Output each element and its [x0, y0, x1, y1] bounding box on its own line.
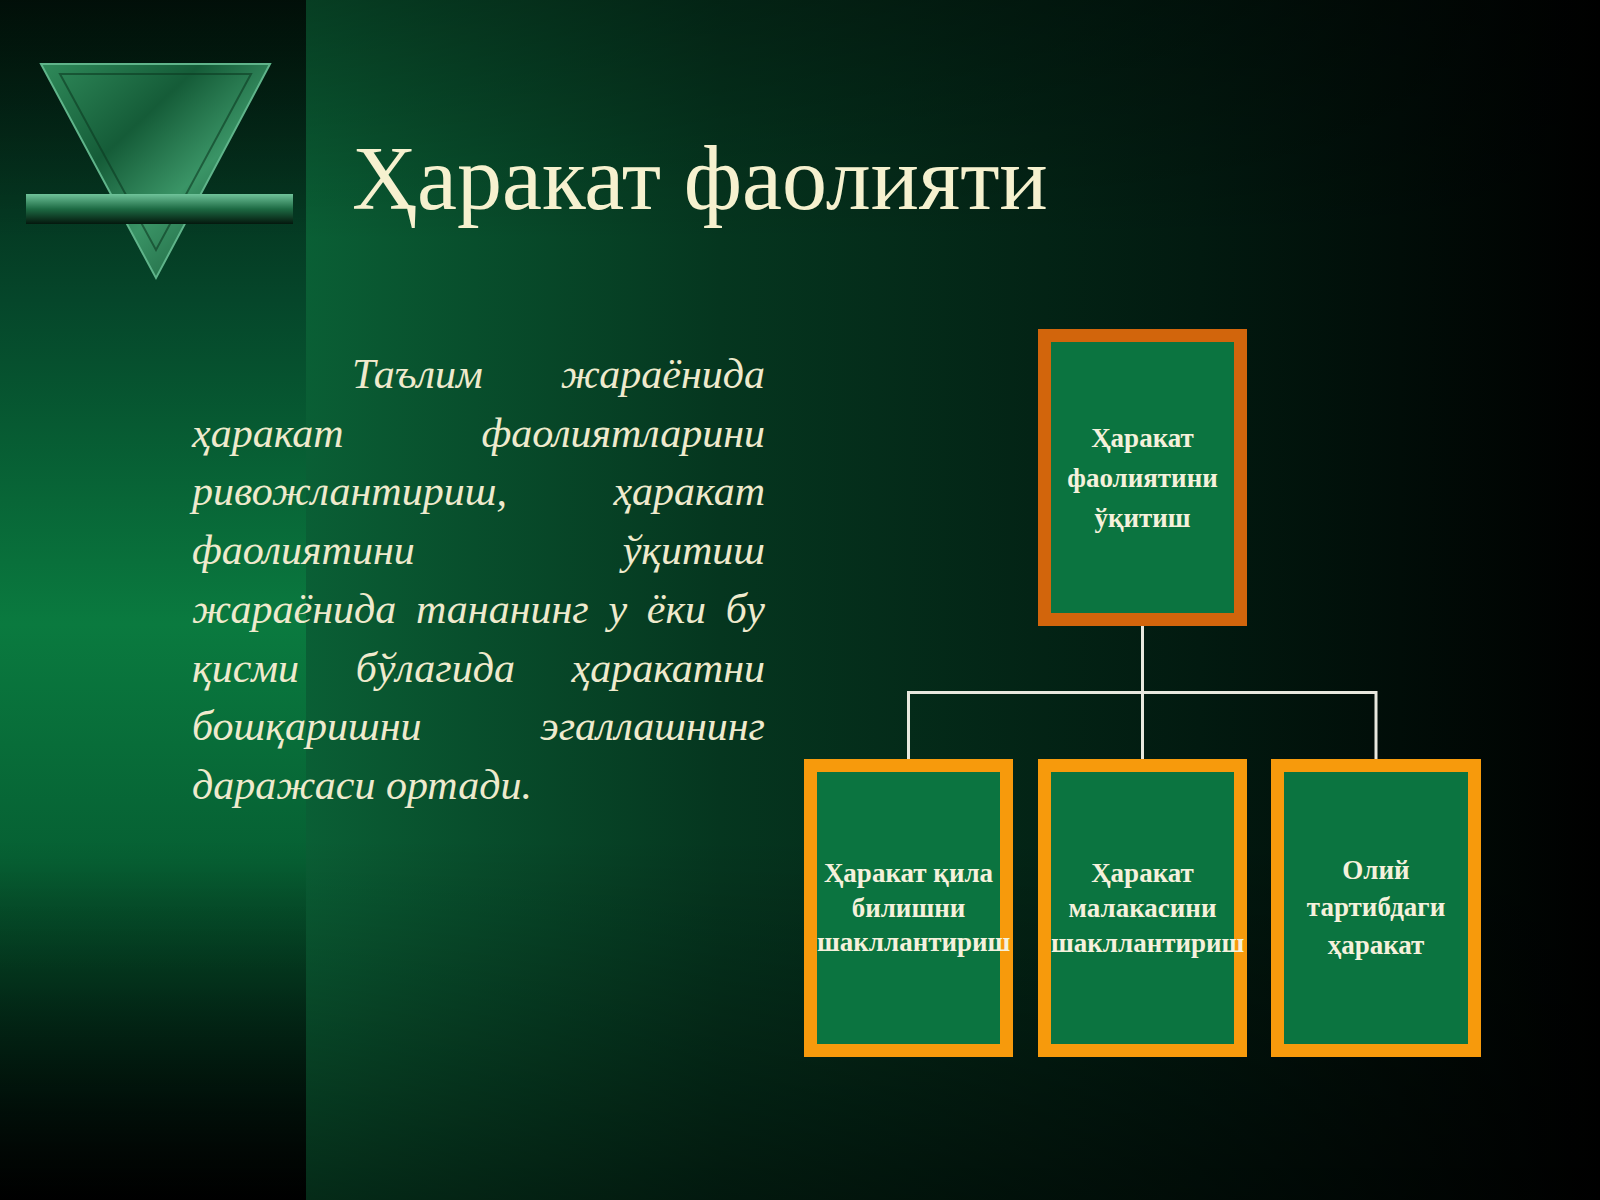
box-text: Олий тартибдаги ҳаракат	[1284, 852, 1468, 965]
child-box: Олий тартибдаги ҳаракат	[1271, 759, 1481, 1057]
body-paragraph: Таълим жараёнида ҳаракат фаолиятларини р…	[192, 345, 765, 815]
child-box: Ҳаракат малакасини шакллантириш	[1038, 759, 1247, 1057]
box-text: Ҳаракат малакасини шакллантириш	[1051, 856, 1234, 961]
triangle-ornament	[0, 0, 320, 300]
tree-connector	[909, 626, 1143, 759]
child-box: Ҳаракат қила билишни шакллантириш	[804, 759, 1013, 1057]
slide-title: Ҳаракат фаолияти	[352, 134, 1048, 224]
ornament-bar	[26, 194, 293, 224]
box-text: Ҳаракат қила билишни шакллантириш	[817, 856, 1000, 960]
root-box: Ҳаракат фаолиятини ўқитиш	[1038, 329, 1247, 626]
tree-connector	[1143, 626, 1377, 759]
triangle	[41, 64, 270, 278]
box-text: Ҳаракат фаолиятини ўқитиш	[1051, 418, 1234, 538]
